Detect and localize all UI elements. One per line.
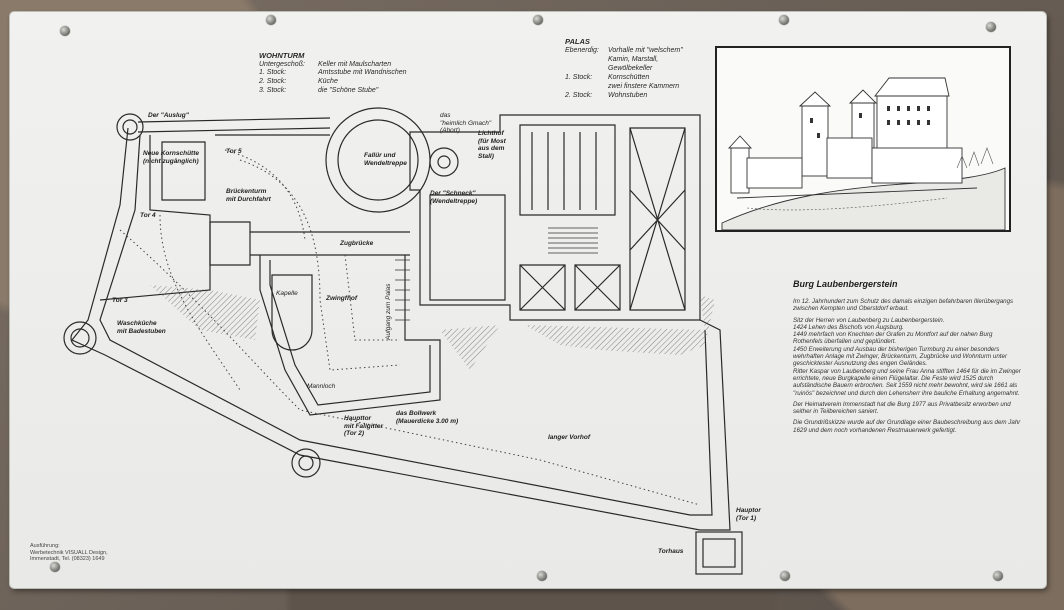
label-aufgang: Aufgang zum Palas <box>385 283 392 340</box>
castle-title: Burg Laubenbergerstein <box>793 279 898 289</box>
label-bollwerk: das Bollwerk (Mauerdicke 3.00 m) <box>396 410 459 425</box>
wohnturm-row-text: Keller mit Maulscharten <box>318 61 392 68</box>
castle-sketch-image <box>715 46 1011 232</box>
wohnturm-row-text: die "Schöne Stube" <box>318 87 379 94</box>
wohnturm-heading: WOHNTURM <box>259 51 305 60</box>
credit-text: Ausführung: Werbetechnik VISUALL Design,… <box>30 543 108 562</box>
label-zwingfhof: Zwingfhof <box>326 295 358 302</box>
palas-row-label: 1. Stock: <box>565 74 593 81</box>
screw <box>986 22 996 32</box>
palas-row-text: Vorhalle mit "welschem" <box>608 47 683 54</box>
label-schneck: Der "Schneck" (Wendeltreppe) <box>430 190 478 205</box>
label-tor4: Tor 4 <box>140 212 156 219</box>
label-waschkueche: Waschküche mit Badestuben <box>117 320 166 335</box>
wohnturm-row-label: Untergeschoß: <box>259 61 305 68</box>
castle-description: Im 12. Jahrhundert zum Schutz des damals… <box>793 298 1023 438</box>
screw <box>266 15 276 25</box>
screw <box>780 571 790 581</box>
label-tor3: Tor 3 <box>112 297 128 304</box>
label-lichthof: Lichthof (für Most aus dem Stall) <box>478 130 506 160</box>
label-mannloch: Mannloch <box>307 383 336 390</box>
wohnturm-row-text: Küche <box>318 78 338 85</box>
wohnturm-row-label: 2. Stock: <box>259 78 287 85</box>
label-hauptor-2: Haupttor mit Fallgitter (Tor 2) <box>344 415 384 437</box>
description-paragraph: Im 12. Jahrhundert zum Schutz des damals… <box>793 298 1014 313</box>
palas-row-text: Kornschütten <box>608 74 650 81</box>
description-paragraph: 1450 Erweiterung und Ausbau der bisherig… <box>793 345 1008 368</box>
palas-row-text: Wohnstuben <box>608 92 648 99</box>
palas-heading: PALAS <box>565 37 590 46</box>
label-auslug: Der "Auslug" <box>148 112 189 119</box>
screw <box>60 26 70 36</box>
description-paragraph: Die Grundrißskizze wurde auf der Grundla… <box>793 419 1021 434</box>
screw <box>537 571 547 581</box>
label-kapelle: Kapelle <box>276 290 298 297</box>
label-heimlich-gmach: das "heimlich Gmach" (Abort) <box>440 112 492 134</box>
label-fallturm: Fallür und Wendeltreppe <box>364 152 407 167</box>
palas-row-text: Gewölbekeller <box>608 65 653 72</box>
screw <box>50 562 60 572</box>
label-torhaus: Torhaus <box>658 548 684 555</box>
label-vorhof: langer Vorhof <box>548 434 591 441</box>
palas-row-text: Kamin, Marstall, <box>608 56 659 63</box>
description-paragraph: 1424 Lehen des Bischofs von Augsburg. <box>793 323 904 331</box>
screw <box>533 15 543 25</box>
description-paragraph: Sitz der Herren von Laubenberg zu Lauben… <box>793 316 945 324</box>
screw <box>993 571 1003 581</box>
description-paragraph: Ritter Kaspar von Laubenberg und seine F… <box>793 367 1021 397</box>
label-tor5: Tor 5 <box>226 148 242 155</box>
label-hauptor-1: Hauptor (Tor 1) <box>736 507 761 522</box>
wohnturm-row-label: 1. Stock: <box>259 69 287 76</box>
screw <box>779 15 789 25</box>
palas-row-label: 2. Stock: <box>565 92 593 99</box>
label-zugbruecke: Zugbrücke <box>340 240 374 247</box>
palas-row-label: Ebenerdig: <box>565 47 599 54</box>
description-paragraph: 1449 mehrfach von Knechten der Grafen zu… <box>793 331 993 346</box>
label-neue-kornschuette: Neue Kornschütte (nicht zugänglich) <box>143 150 199 165</box>
wohnturm-row-text: Amtsstube mit Wandnischen <box>318 69 407 76</box>
castle-drawing <box>721 77 1006 231</box>
label-brueckenturm: Brückenturm mit Durchfahrt <box>226 188 271 203</box>
description-paragraph: Der Heimatverein Immenstadt hat die Burg… <box>793 400 1011 416</box>
palas-row-text: zwei finstere Kammern <box>608 83 680 90</box>
wohnturm-row-label: 3. Stock: <box>259 87 287 94</box>
